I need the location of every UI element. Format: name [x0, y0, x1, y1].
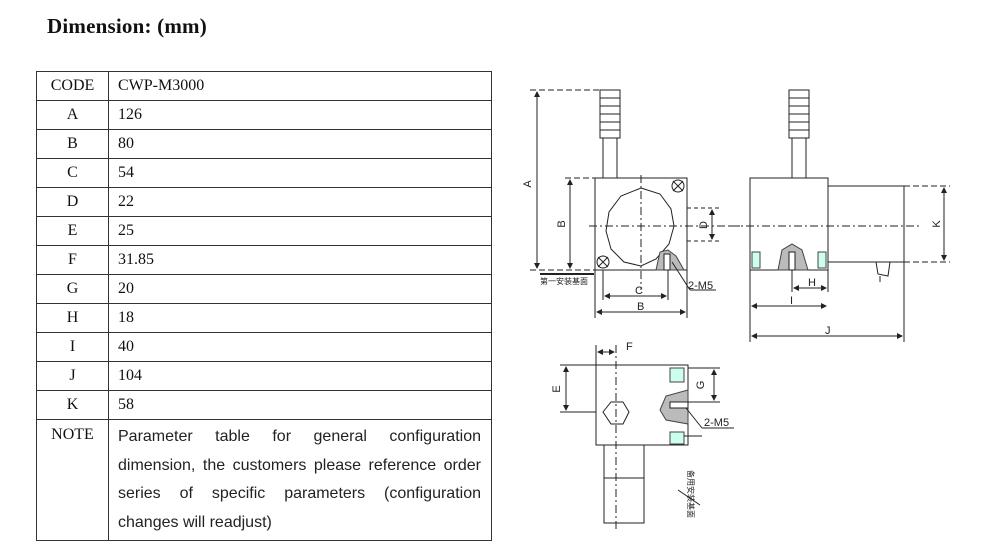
front-view-drawing [530, 89, 740, 318]
dim-label-a: A [522, 180, 534, 188]
side-view-drawing [730, 89, 950, 342]
table-cell-code: E [36, 216, 109, 246]
dim-label-i: I [790, 295, 793, 307]
dim-label-j: J [825, 325, 831, 337]
table-cell-code: A [36, 100, 109, 130]
table-cell-code: F [36, 245, 109, 275]
table-cell-value: 22 [108, 187, 492, 217]
table-cell-value: 20 [108, 274, 492, 304]
table-cell-code: CODE [36, 71, 109, 101]
dim-label-g: G [695, 381, 707, 390]
table-cell-value: CWP-M3000 [108, 71, 492, 101]
bottom-mounting-note: 备用安装基面 [686, 470, 696, 518]
table-cell-value: 40 [108, 332, 492, 362]
bottom-view-drawing [560, 345, 734, 530]
table-note-row: NOTE Parameter table for general configu… [36, 419, 492, 541]
table-cell-value: 58 [108, 390, 492, 420]
dim-label-e: E [551, 385, 563, 392]
page-title: Dimension: (mm) [47, 14, 207, 38]
table-note-cell: Parameter table for general configuratio… [108, 419, 492, 541]
table-header-row: CODE CWP-M3000 [36, 71, 492, 101]
dim-label-d: D [698, 221, 710, 229]
note-text: Parameter table for general configuratio… [118, 428, 481, 531]
callout-front-hole: 2-M5 [688, 280, 713, 292]
table-cell-code: G [36, 274, 109, 304]
dim-label-k: K [931, 220, 943, 228]
dim-label-b-vertical: B [556, 220, 568, 227]
table-cell-value: 104 [108, 361, 492, 391]
table-cell-code: C [36, 158, 109, 188]
table-cell-value: 18 [108, 303, 492, 333]
table-cell-code: I [36, 332, 109, 362]
dim-label-f: F [626, 341, 633, 353]
callout-bottom-hole: 2-M5 [704, 417, 729, 429]
table-cell-value: 54 [108, 158, 492, 188]
dim-label-b: B [637, 301, 644, 313]
drawing-labels: A B D C B 2-M5 第一安装基面 H I J K E F G 2-M5… [522, 180, 943, 518]
dim-label-h: H [808, 277, 816, 289]
dim-label-c: C [635, 285, 643, 297]
front-mounting-note: 第一安装基面 [540, 276, 588, 286]
table-cell-value: 31.85 [108, 245, 492, 275]
